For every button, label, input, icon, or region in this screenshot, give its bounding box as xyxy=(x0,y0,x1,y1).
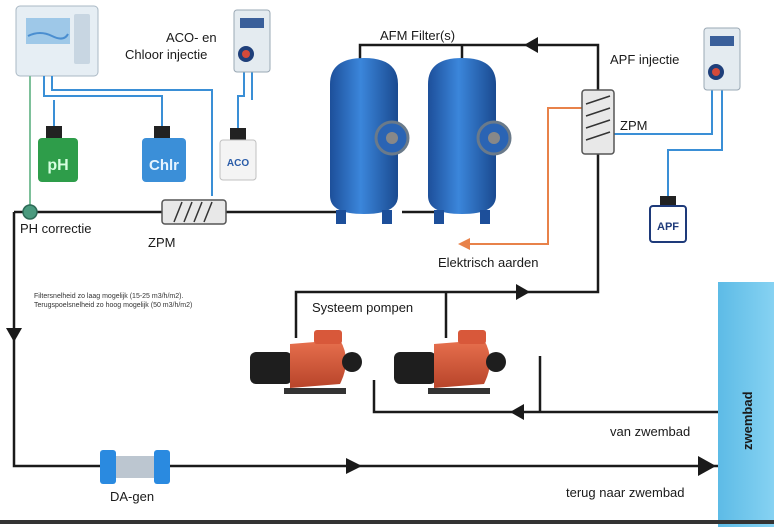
aco-label-line2: Chloor injectie xyxy=(125,47,208,62)
van-zwembad-label: van zwembad xyxy=(610,424,691,439)
filter-speed-note-line2: Terugspoelsnelheid zo hoog mogelijk (50 … xyxy=(34,302,193,310)
afm-filter-label: AFM Filter(s) xyxy=(380,28,456,43)
aco-label-line1: ACO- en xyxy=(166,30,217,45)
afm-filter-tank-2 xyxy=(428,58,512,224)
ph-container-label: pH xyxy=(47,157,68,174)
apf-injection-pump xyxy=(703,27,741,91)
chlr-container: Chlr xyxy=(142,126,186,182)
system-pump-2 xyxy=(394,330,506,394)
zpm-right-unit xyxy=(581,89,615,155)
filter-speed-note-line1: Filtersnelheid zo laag mogelijk (15-25 m… xyxy=(34,293,184,300)
swimming-pool xyxy=(718,282,774,527)
system-pump-1 xyxy=(250,330,362,394)
control-unit xyxy=(15,5,99,77)
main-pipes xyxy=(12,43,718,468)
filter-speed-note: Filtersnelheid zo laag mogelijk (15-25 m… xyxy=(34,292,192,311)
chlr-container-label: Chlr xyxy=(149,157,179,174)
aco-injection-pump xyxy=(233,9,271,73)
zpm-left-unit xyxy=(161,199,227,225)
systeem-pompen-label: Systeem pompen xyxy=(312,300,414,315)
dosing-lines xyxy=(43,72,723,200)
da-gen-unit xyxy=(100,450,170,484)
aco-container: ACO xyxy=(219,128,257,181)
apf-container-label: APF xyxy=(657,221,679,233)
apf-container: APF xyxy=(649,196,687,243)
ph-correctie-label: PH correctie xyxy=(20,221,92,236)
ph-correction-node xyxy=(22,204,38,220)
earth-line xyxy=(462,107,582,245)
zpm-left-label: ZPM xyxy=(148,235,176,250)
aco-container-label: ACO xyxy=(227,158,249,169)
bottom-border xyxy=(0,520,774,524)
zwembad-label: zwembad xyxy=(740,391,755,450)
da-gen-label: DA-gen xyxy=(110,489,155,504)
afm-filter-tank-1 xyxy=(330,58,410,224)
zpm-right-label: ZPM xyxy=(620,118,648,133)
ph-container: pH xyxy=(38,126,78,182)
earth-arrow xyxy=(458,238,470,250)
elektrisch-aarden-label: Elektrisch aarden xyxy=(438,255,539,270)
apf-injectie-label: APF injectie xyxy=(610,52,680,67)
terug-naar-zwembad-label: terug naar zwembad xyxy=(566,485,685,500)
